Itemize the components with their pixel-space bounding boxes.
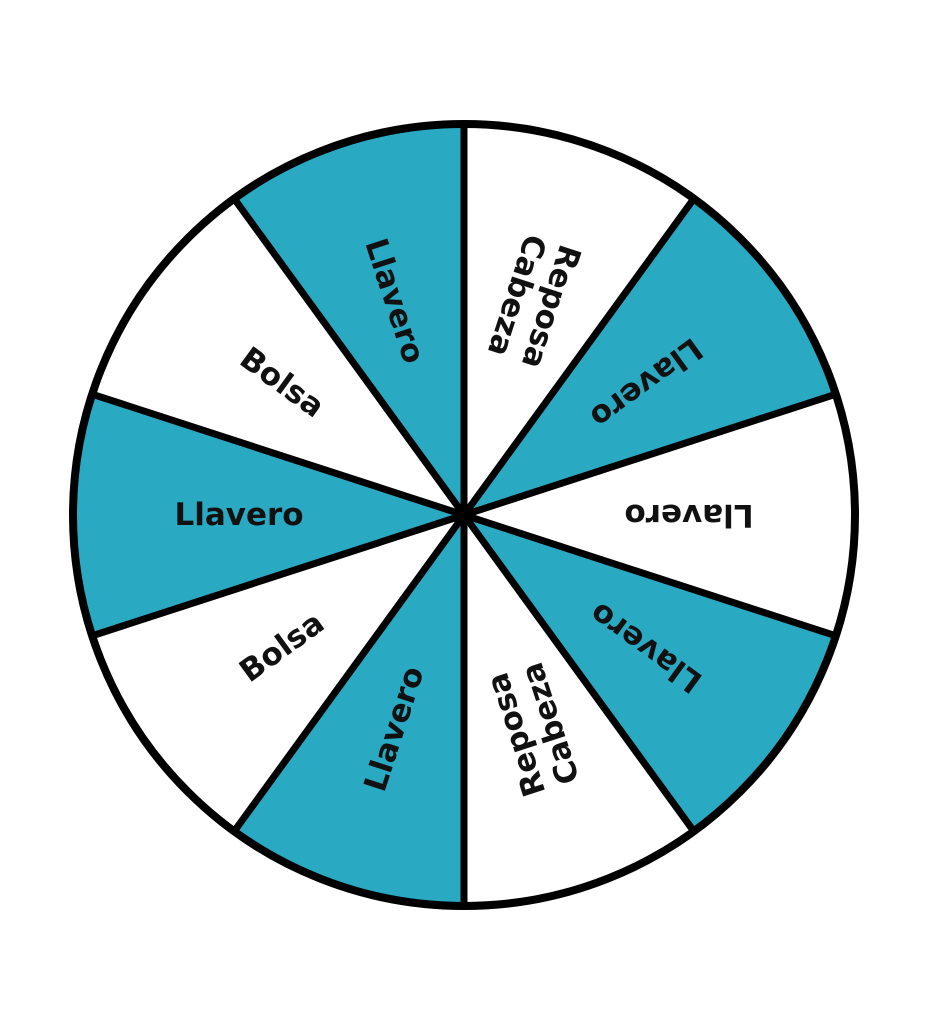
wheel-divider [461, 196, 697, 518]
wheel-segment [234, 515, 464, 906]
wheel-segment [464, 198, 836, 516]
wheel-divider [462, 390, 837, 519]
wheel-segment [73, 394, 465, 636]
wheel-segment [92, 515, 464, 832]
segment-label-group: Llavero [174, 497, 303, 533]
wheel-divider [231, 196, 467, 518]
wheel-segment [464, 394, 855, 636]
wheel-divider [91, 390, 466, 519]
wheel-dividers [91, 124, 837, 906]
wheel-segment [92, 198, 464, 516]
wheel-segment [234, 124, 464, 515]
wheel-divider [461, 512, 697, 834]
wheel-rim [69, 120, 859, 910]
wheel-hub [453, 504, 475, 526]
wheel-divider [91, 511, 466, 640]
wheel-segment [464, 515, 694, 906]
wheel-segments [73, 124, 855, 906]
wheel-segment [464, 515, 836, 832]
wheel-divider [462, 511, 837, 640]
wheel-divider [231, 512, 467, 834]
wheel-segment [464, 124, 694, 515]
segment-label-group: Llavero [624, 497, 753, 533]
segment-label: Llavero [624, 497, 753, 533]
segment-label: Llavero [174, 497, 303, 533]
